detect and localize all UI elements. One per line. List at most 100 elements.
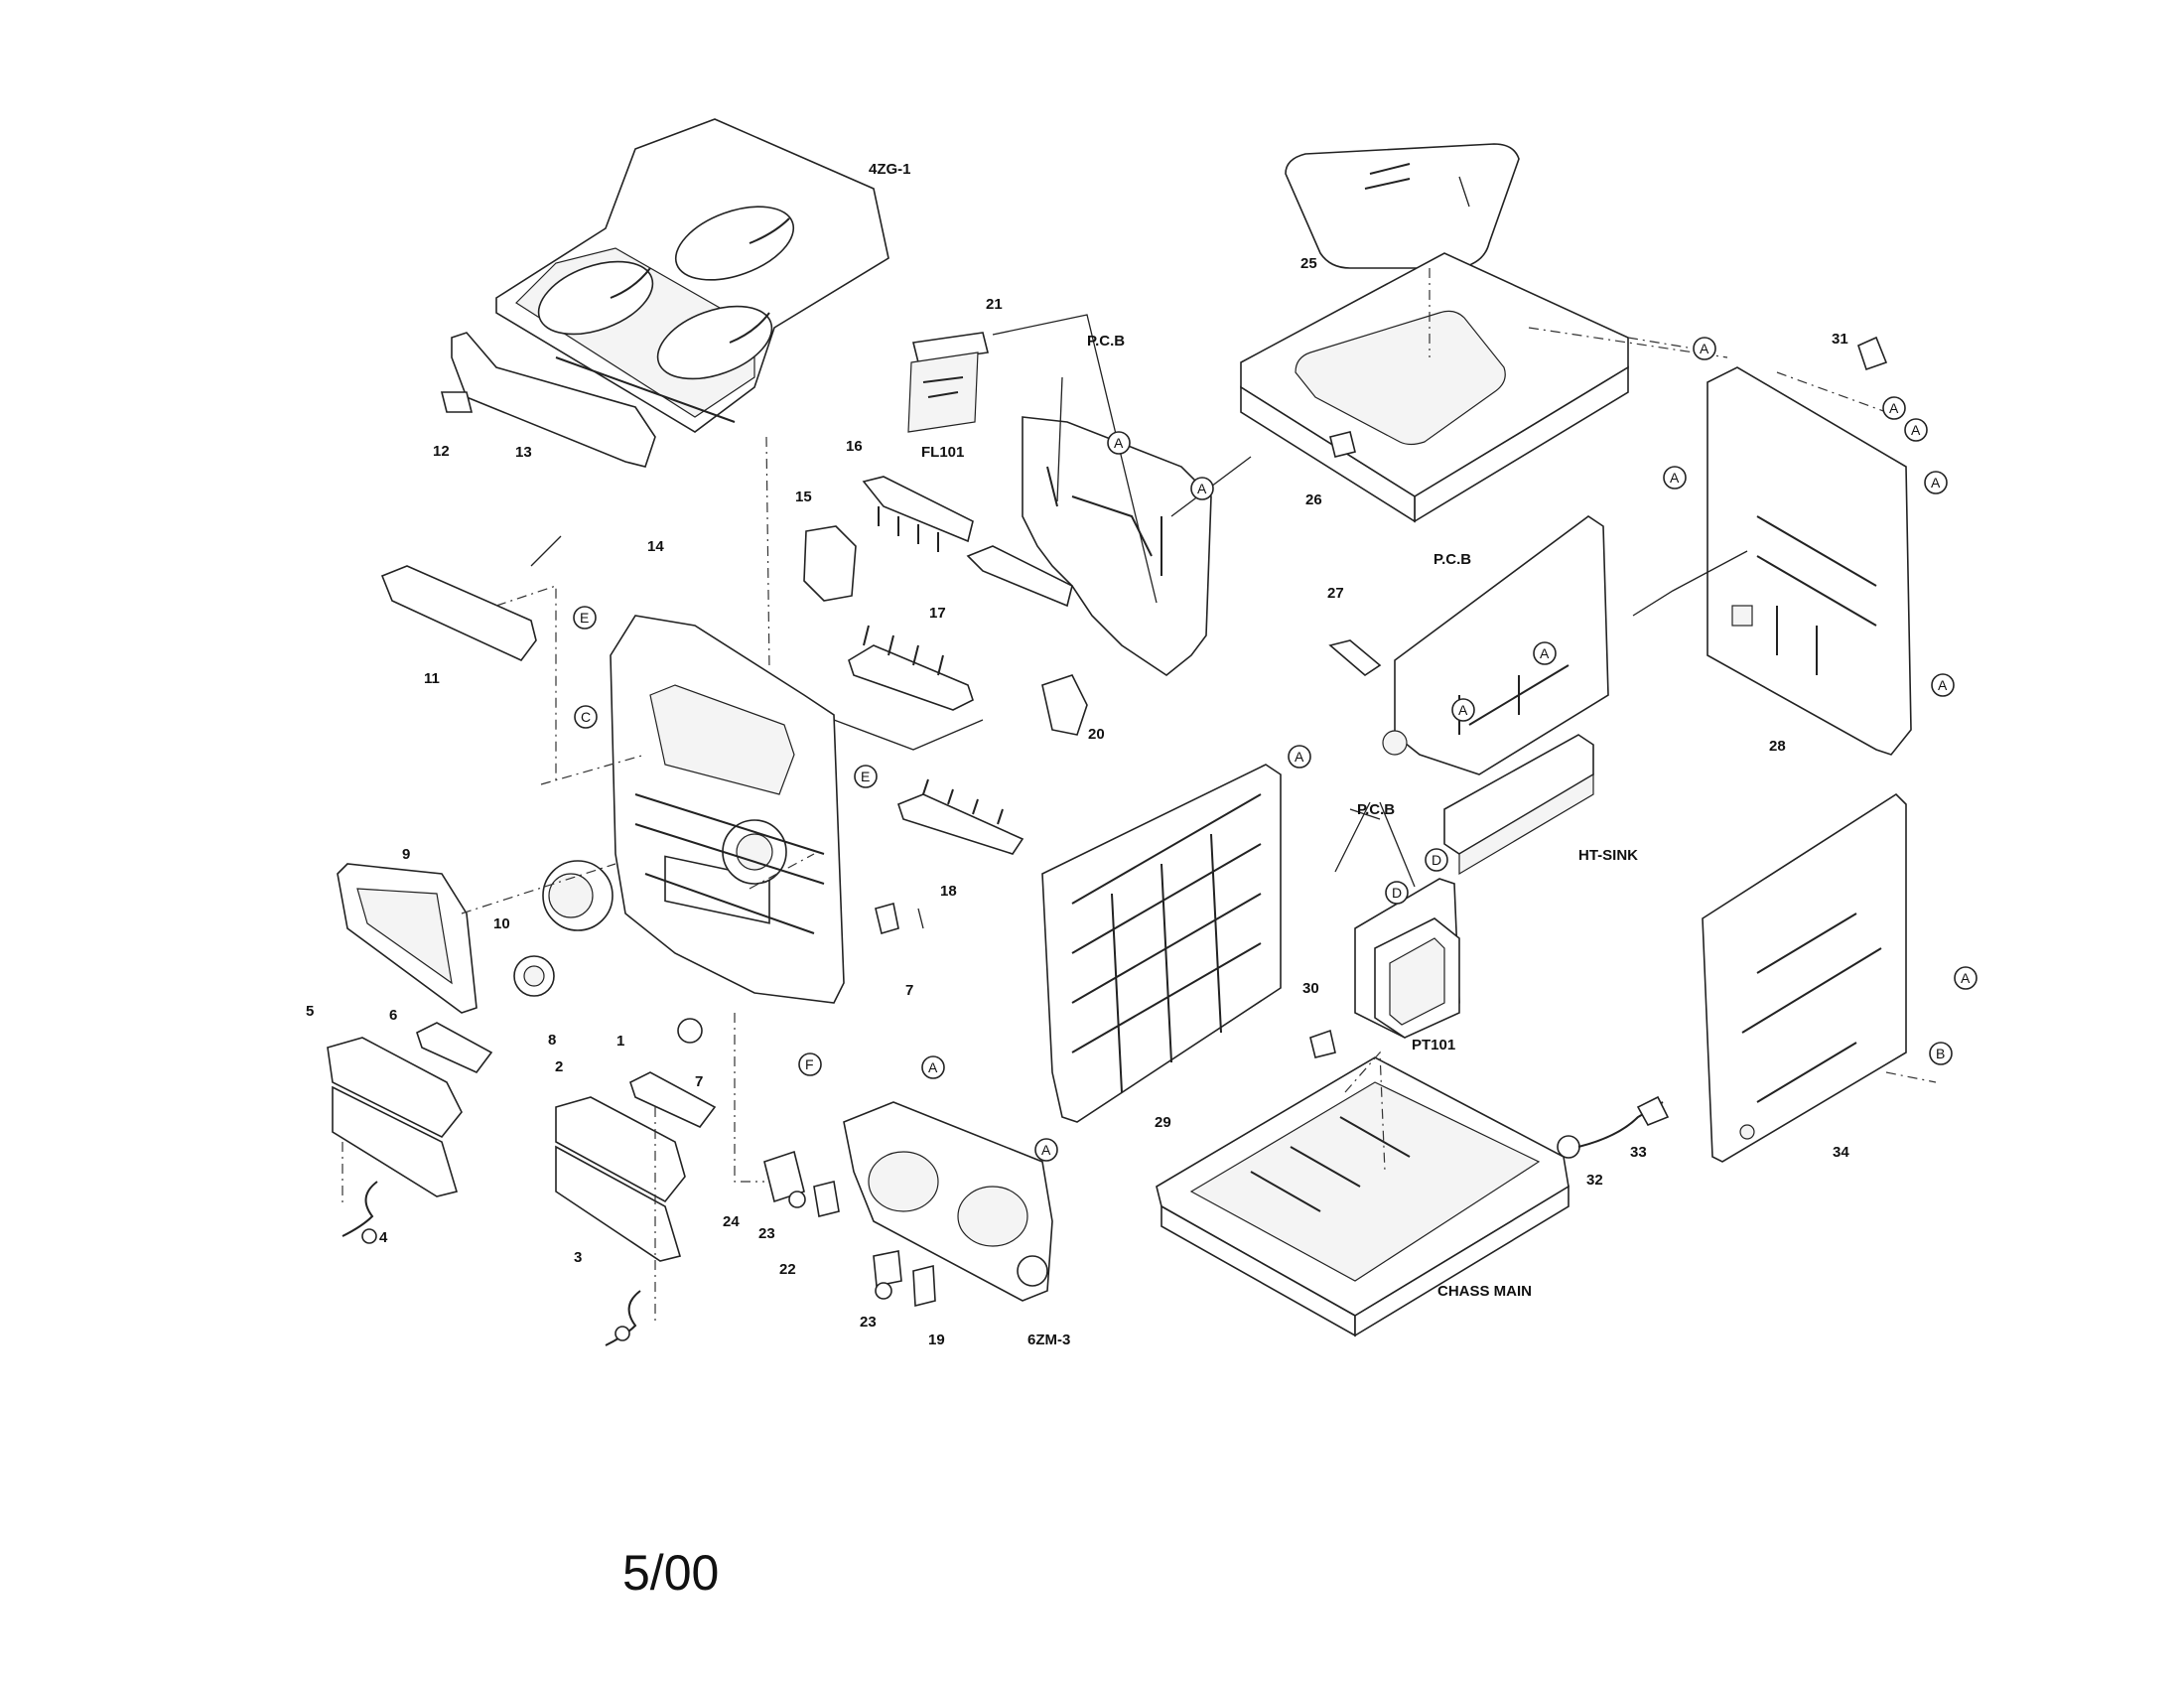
label-part-2: 2 xyxy=(555,1058,563,1075)
pcb-top-board xyxy=(1022,416,1212,676)
label-4zg1: 4ZG-1 xyxy=(869,161,911,178)
label-fl101: FL101 xyxy=(921,444,964,461)
svg-text:A: A xyxy=(1114,435,1124,451)
label-pcb-top: P.C.B xyxy=(1087,333,1125,350)
marker-d: D xyxy=(1425,848,1448,872)
label-part-5: 5 xyxy=(306,1003,314,1020)
part-7-lamp xyxy=(677,1018,703,1044)
label-part-28: 28 xyxy=(1769,738,1786,755)
part-15-switch xyxy=(803,525,857,602)
part-3-spring xyxy=(605,1290,641,1346)
label-pcb-power: P.C.B xyxy=(1357,801,1395,818)
label-part-21: 21 xyxy=(986,296,1003,313)
rear-panel-28 xyxy=(1706,366,1912,756)
svg-text:A: A xyxy=(1670,470,1680,486)
part-12-clip xyxy=(440,391,474,413)
part-7-button xyxy=(875,902,899,935)
part-8-knob xyxy=(513,955,555,997)
label-pt101: PT101 xyxy=(1412,1037,1455,1053)
svg-text:E: E xyxy=(580,610,589,626)
svg-text:A: A xyxy=(1295,749,1304,765)
label-part-18: 18 xyxy=(940,883,957,900)
label-part-7a: 7 xyxy=(905,982,913,999)
label-part-33: 33 xyxy=(1630,1144,1647,1161)
label-6zm3: 6ZM-3 xyxy=(1027,1332,1070,1348)
label-part-29: 29 xyxy=(1155,1114,1171,1131)
part-4-spring xyxy=(341,1181,378,1244)
marker-a: A xyxy=(921,1055,945,1079)
svg-text:A: A xyxy=(1197,481,1207,496)
part-23-roller-a xyxy=(788,1191,806,1208)
label-part-31: 31 xyxy=(1832,331,1848,348)
marker-a: A xyxy=(1882,396,1906,420)
chassis-main xyxy=(1156,1056,1570,1337)
reference-markers: A A A A A A A A A A A A A A B C D D E E … xyxy=(573,337,1978,1162)
side-panel-34 xyxy=(1702,792,1907,1163)
part-18-button-block xyxy=(897,778,1024,855)
cabinet-top-cover xyxy=(1240,252,1629,523)
part-26-foot xyxy=(1329,431,1356,458)
part-10-knob xyxy=(542,860,614,931)
assembly-guide-lines xyxy=(341,268,1937,1321)
svg-text:D: D xyxy=(1392,885,1402,901)
marker-c: C xyxy=(574,705,598,729)
svg-text:A: A xyxy=(1911,422,1921,438)
label-part-23a: 23 xyxy=(758,1225,775,1242)
label-part-22: 22 xyxy=(779,1261,796,1278)
label-part-4: 4 xyxy=(379,1229,388,1246)
marker-a: A xyxy=(1904,418,1928,442)
assembly-labels: 4ZG-1 FL101 P.C.B P.C.B P.C.B HT-SINK PT… xyxy=(869,161,1638,1348)
part-23-roller-b xyxy=(875,1282,892,1300)
label-part-27: 27 xyxy=(1327,585,1344,602)
label-part-17: 17 xyxy=(929,605,946,622)
marker-d: D xyxy=(1385,881,1409,905)
front-panel-strip-13 xyxy=(451,332,656,468)
label-part-20: 20 xyxy=(1088,726,1105,743)
side-panel-29 xyxy=(1041,764,1282,1123)
label-pcb-mid: P.C.B xyxy=(1433,551,1471,568)
part-number-labels: 1 2 3 4 5 6 7 7 8 9 10 11 12 13 14 15 16… xyxy=(306,255,1849,1348)
svg-text:F: F xyxy=(805,1056,814,1072)
label-part-10: 10 xyxy=(493,915,510,932)
label-part-11: 11 xyxy=(424,670,440,687)
label-part-3: 3 xyxy=(574,1249,582,1266)
svg-text:A: A xyxy=(1700,341,1709,356)
label-part-16: 16 xyxy=(846,438,863,455)
label-part-6: 6 xyxy=(389,1007,397,1024)
label-part-19: 19 xyxy=(928,1332,945,1348)
pcb-mid-board xyxy=(1382,515,1609,775)
marker-a: A xyxy=(1034,1138,1058,1162)
part-6-lid xyxy=(416,1022,493,1073)
transformer-pt101 xyxy=(1374,917,1460,1039)
svg-text:A: A xyxy=(1540,645,1550,661)
svg-text:A: A xyxy=(1458,702,1468,718)
marker-a: A xyxy=(1288,745,1311,769)
cd-changer-assembly xyxy=(495,118,889,433)
marker-a: A xyxy=(1693,337,1716,360)
heat-sink xyxy=(1443,734,1594,876)
label-chass-main: CHASS MAIN xyxy=(1437,1283,1532,1300)
part-19-plate xyxy=(912,1264,936,1308)
marker-a: A xyxy=(1954,966,1978,990)
label-part-1: 1 xyxy=(616,1033,624,1050)
label-part-12: 12 xyxy=(433,443,450,460)
marker-e: E xyxy=(854,765,878,788)
part-22-head xyxy=(813,1181,902,1287)
label-part-25: 25 xyxy=(1300,255,1317,272)
marker-a: A xyxy=(1107,431,1131,455)
svg-text:A: A xyxy=(928,1059,938,1075)
part-16-switch-board xyxy=(862,476,974,552)
svg-text:A: A xyxy=(1961,970,1971,986)
label-part-14: 14 xyxy=(647,538,664,555)
part-24-bracket xyxy=(763,1150,805,1203)
part-11-door xyxy=(380,565,537,661)
part-30-clip xyxy=(1309,1029,1336,1058)
part-31-jack xyxy=(1857,336,1888,371)
svg-text:A: A xyxy=(1041,1142,1051,1158)
part-32-bushing xyxy=(1557,1135,1580,1159)
label-ht-sink: HT-SINK xyxy=(1578,847,1638,864)
part-20-holder xyxy=(1041,674,1088,736)
marker-a: A xyxy=(1451,698,1475,722)
svg-text:A: A xyxy=(1889,400,1899,416)
pcb-top-button-strip xyxy=(966,545,1073,608)
